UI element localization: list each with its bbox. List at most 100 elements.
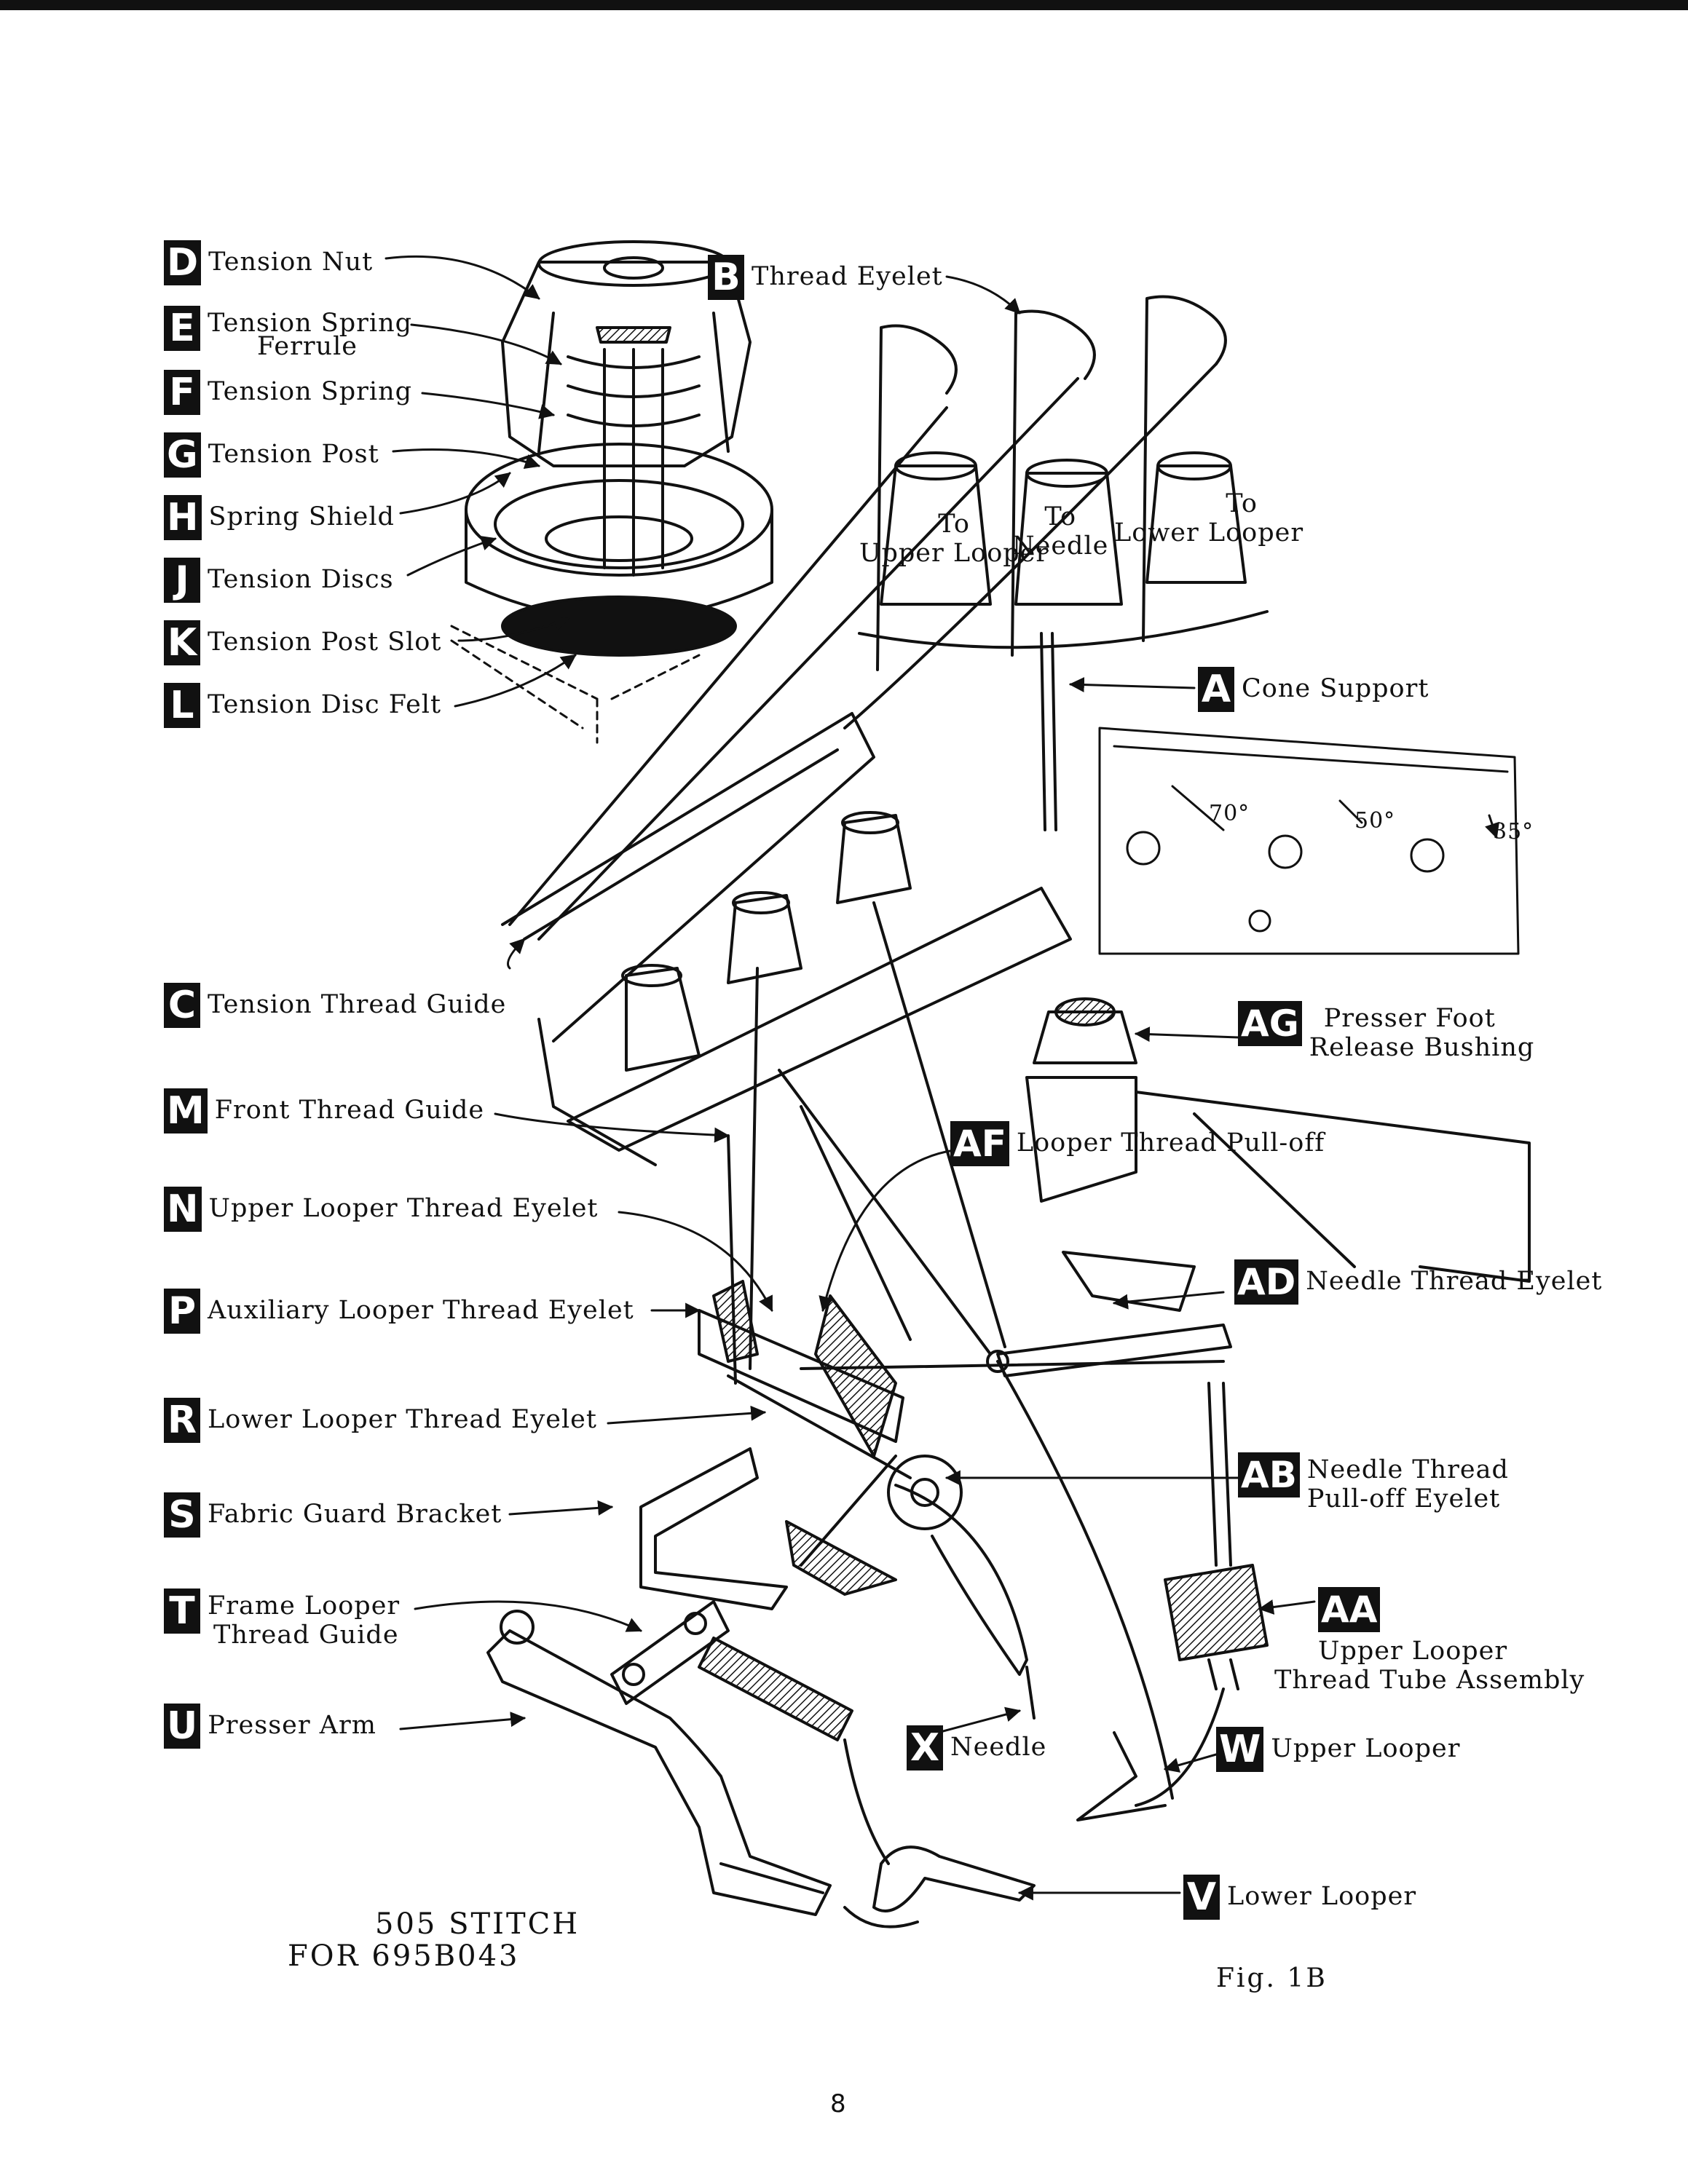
note-line-2: Upper Looper xyxy=(859,539,1049,568)
label-text-line-1: Presser Foot xyxy=(1323,1004,1496,1033)
looper-needle-drawing xyxy=(843,1382,1269,1928)
callout-badge-e: E xyxy=(164,306,200,351)
callout-badge-h: H xyxy=(164,495,202,540)
label-text: Spring Shield xyxy=(208,502,395,531)
callout-badge-k: K xyxy=(164,620,200,665)
tension-bracket-drawing xyxy=(501,712,1072,1166)
label-front-thread-guide: M Front Thread Guide xyxy=(164,1088,484,1133)
label-looper-thread-pull-off: AF Looper Thread Pull-off xyxy=(950,1121,1325,1166)
label-text: Tension Spring xyxy=(208,377,413,406)
label-presser-foot-release-bushing: AG Presser Foot Release Bushing xyxy=(1238,1001,1534,1062)
label-text-line-1: Frame Looper xyxy=(208,1591,401,1621)
note-line-1: To xyxy=(1226,489,1258,518)
callout-badge-aa: AA xyxy=(1318,1587,1381,1632)
callout-badge-v: V xyxy=(1183,1875,1220,1920)
label-tension-spring: F Tension Spring xyxy=(164,370,412,415)
callout-badge-u: U xyxy=(164,1704,201,1749)
label-text: Tension Nut xyxy=(208,248,374,277)
looper-eyelet-drawing xyxy=(698,1280,1028,1676)
lower-parts-drawing xyxy=(486,1447,897,1916)
label-text-line-2: Thread Tube Assembly xyxy=(1274,1666,1585,1695)
label-text: Looper Thread Pull-off xyxy=(1016,1128,1325,1158)
callout-badge-r: R xyxy=(164,1398,200,1443)
label-upper-looper-thread-tube-assembly: AA Upper Looper Thread Tube Assembly xyxy=(1274,1587,1585,1695)
label-tension-discs: J Tension Discs xyxy=(164,558,394,603)
label-text: Tension Discs xyxy=(208,565,394,594)
label-tension-nut: D Tension Nut xyxy=(164,240,373,285)
callout-badge-g: G xyxy=(164,432,201,478)
angle-70: 70° xyxy=(1209,801,1250,826)
label-text: Thread Eyelet xyxy=(752,262,943,291)
label-lower-looper: V Lower Looper xyxy=(1183,1875,1416,1920)
caption-stitch: 505 STITCH xyxy=(375,1907,580,1941)
label-text-line-2: Ferrule xyxy=(257,332,358,361)
label-text: Front Thread Guide xyxy=(214,1096,485,1125)
note-to-needle: To Needle xyxy=(1012,502,1108,561)
note-line-1: To xyxy=(1044,502,1077,531)
callout-badge-t: T xyxy=(164,1588,200,1634)
label-text: Fabric Guard Bracket xyxy=(208,1500,502,1529)
note-to-upper-looper: To Upper Looper xyxy=(859,510,1049,568)
label-text: Lower Looper xyxy=(1227,1882,1417,1911)
caption-model: FOR 695B043 xyxy=(288,1939,520,1973)
angle-50: 50° xyxy=(1354,808,1396,834)
label-text: Upper Looper xyxy=(1271,1734,1461,1763)
angle-35: 35° xyxy=(1493,819,1534,844)
callout-badge-af: AF xyxy=(950,1121,1009,1166)
label-lower-looper-thread-eyelet: R Lower Looper Thread Eyelet xyxy=(164,1398,597,1443)
callout-badge-b: B xyxy=(708,255,744,300)
label-text: Tension Post Slot xyxy=(208,628,442,657)
label-text-block: Needle Thread Pull-off Eyelet xyxy=(1307,1452,1509,1514)
label-needle: X Needle xyxy=(907,1725,1046,1770)
callout-badge-p: P xyxy=(164,1289,200,1334)
label-fabric-guard-bracket: S Fabric Guard Bracket xyxy=(164,1492,502,1538)
label-text: Auxiliary Looper Thread Eyelet xyxy=(208,1296,634,1325)
label-spring-shield: H Spring Shield xyxy=(164,495,395,540)
callout-badge-s: S xyxy=(164,1492,200,1538)
callout-badge-c: C xyxy=(164,983,200,1028)
cone-stand-drawing xyxy=(858,295,1269,831)
figure-number: Fig. 1B xyxy=(1216,1963,1328,1993)
label-text-block: Presser Foot Release Bushing xyxy=(1309,1001,1535,1062)
callout-badge-f: F xyxy=(164,370,200,415)
label-upper-looper: W Upper Looper xyxy=(1216,1727,1460,1772)
label-auxiliary-looper-thread-eyelet: P Auxiliary Looper Thread Eyelet xyxy=(164,1289,634,1334)
label-tension-thread-guide: C Tension Thread Guide xyxy=(164,983,506,1028)
top-border xyxy=(0,0,1688,10)
callout-badge-l: L xyxy=(164,683,200,728)
label-text: Upper Looper Thread Eyelet xyxy=(208,1194,599,1223)
callout-badge-m: M xyxy=(164,1088,208,1133)
label-needle-thread-eyelet: AD Needle Thread Eyelet xyxy=(1234,1259,1602,1305)
callout-badge-ag: AG xyxy=(1238,1001,1302,1046)
label-text-line-1: Needle Thread xyxy=(1306,1455,1509,1484)
label-text-line-2: Release Bushing xyxy=(1309,1033,1535,1062)
leader-lines xyxy=(384,255,1316,1901)
label-presser-arm: U Presser Arm xyxy=(164,1704,376,1749)
label-tension-spring-ferrule: E Tension Spring Ferrule xyxy=(164,306,412,361)
callout-badge-ab: AB xyxy=(1238,1452,1300,1497)
callout-badge-d: D xyxy=(164,240,202,285)
label-text: Needle xyxy=(950,1733,1047,1762)
label-tension-disc-felt: L Tension Disc Felt xyxy=(164,683,441,728)
label-text-block: Tension Spring Ferrule xyxy=(208,306,412,361)
callout-badge-a: A xyxy=(1198,667,1234,712)
label-needle-thread-pull-off-eyelet: AB Needle Thread Pull-off Eyelet xyxy=(1238,1452,1509,1514)
angle-plate-drawing xyxy=(1098,727,1520,955)
thread-paths xyxy=(508,363,1225,1865)
label-text-line-2: Thread Guide xyxy=(213,1621,399,1650)
page-number: 8 xyxy=(830,2089,846,2118)
label-text: Tension Thread Guide xyxy=(208,990,507,1019)
note-line-1: To xyxy=(938,510,970,539)
label-text: Tension Disc Felt xyxy=(208,690,442,719)
label-tension-post: G Tension Post xyxy=(164,432,379,478)
label-tension-post-slot: K Tension Post Slot xyxy=(164,620,441,665)
note-line-2: Lower Looper xyxy=(1114,518,1304,547)
label-text: Cone Support xyxy=(1242,674,1429,703)
label-text: Tension Post xyxy=(208,440,379,469)
label-upper-looper-thread-eyelet: N Upper Looper Thread Eyelet xyxy=(164,1187,599,1232)
callout-badge-w: W xyxy=(1216,1727,1264,1772)
callout-badge-x: X xyxy=(907,1725,943,1770)
note-line-2: Needle xyxy=(1012,531,1109,561)
